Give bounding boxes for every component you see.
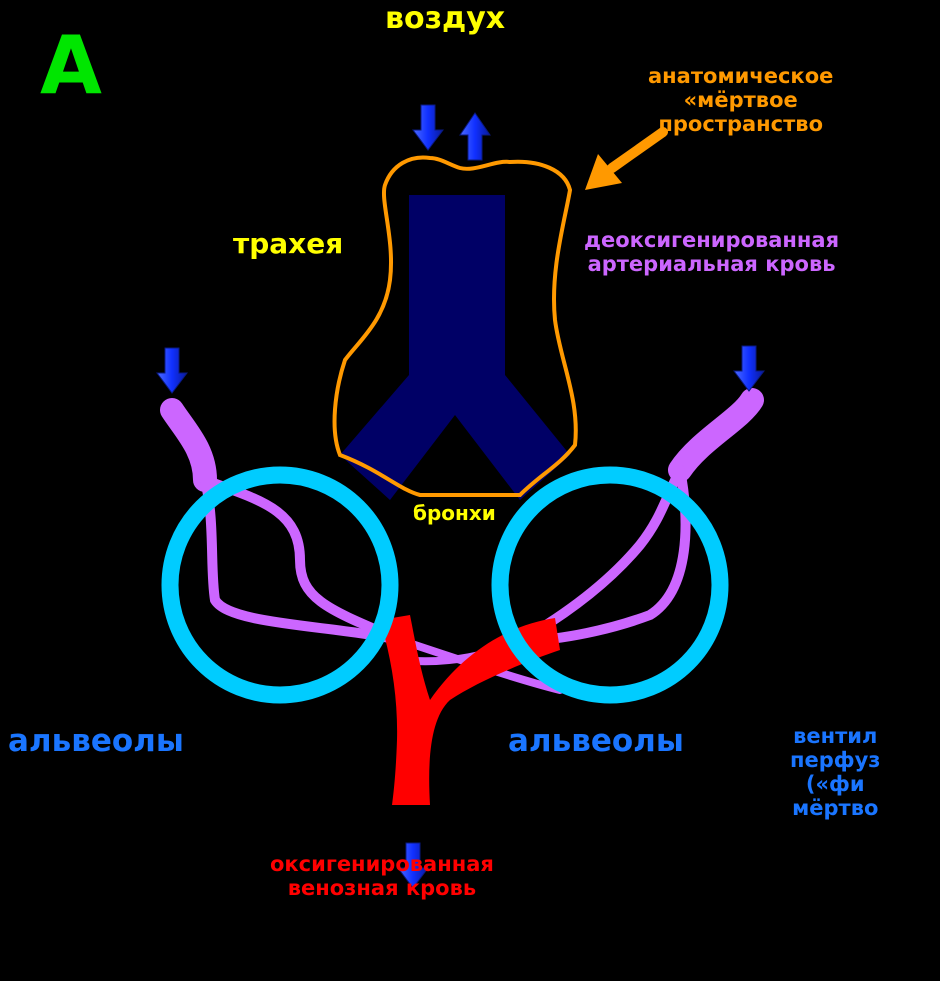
vq-mismatch-label: вентил перфуз («фи мёртво — [790, 724, 881, 821]
dead-space-line-2: «мёртвое — [648, 88, 833, 112]
orange-pointer-arrow-icon — [585, 132, 663, 190]
trachea-bronchi-shape — [340, 195, 570, 500]
blood-in-left-arrow-icon — [157, 348, 187, 393]
bronchi-label: бронхи — [413, 502, 496, 525]
blood-in-right-arrow-icon — [734, 346, 764, 391]
trachea-label: трахея — [233, 228, 343, 260]
air-out-arrow-icon — [460, 113, 490, 160]
panel-letter: A — [40, 20, 102, 112]
dead-space-line-1: анатомическое — [648, 64, 833, 88]
air-label: воздух — [385, 2, 505, 37]
dead-space-label: анатомическое «мёртвое пространство — [648, 64, 833, 136]
oxygenated-vessel — [380, 615, 560, 805]
dead-space-line-3: пространство — [648, 112, 833, 136]
deoxygenated-blood-label: деоксигенированная артериальная кровь — [584, 228, 839, 276]
oxygenated-line-2: венозная кровь — [270, 876, 494, 900]
vq-line-2: перфуз — [790, 748, 881, 772]
vq-line-1: вентил — [790, 724, 881, 748]
alveolus-right-ring — [500, 475, 720, 695]
deoxygenated-line-1: деоксигенированная — [584, 228, 839, 252]
deoxygenated-line-2: артериальная кровь — [584, 252, 839, 276]
vq-line-3: («фи — [790, 772, 881, 796]
vq-line-4: мёртво — [790, 796, 881, 820]
oxygenated-blood-label: оксигенированная венозная кровь — [270, 852, 494, 900]
air-in-arrow-icon — [413, 105, 443, 150]
oxygenated-line-1: оксигенированная — [270, 852, 494, 876]
alveoli-left-label: альвеолы — [8, 724, 184, 760]
alveoli-right-label: альвеолы — [508, 724, 684, 760]
